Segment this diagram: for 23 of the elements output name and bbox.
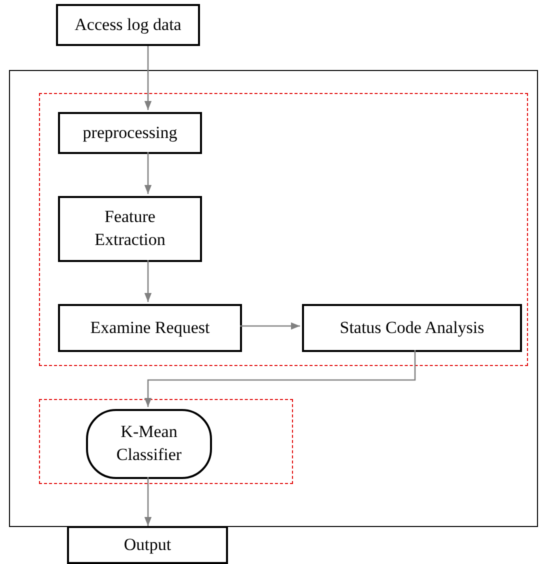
arrow <box>144 477 152 526</box>
process-box <box>56 4 200 46</box>
arrow <box>240 322 300 330</box>
dashed-group-frame <box>39 399 293 484</box>
box-label: Examine Request <box>89 316 211 339</box>
dashed-group-frame <box>39 93 528 366</box>
box-label: K-Mean Classifier <box>115 421 183 466</box>
box-label: preprocessing <box>82 122 178 144</box>
arrow <box>144 152 152 194</box>
process-box <box>302 304 522 352</box>
rounded-process-box <box>86 409 212 479</box>
box-label: Feature Extraction <box>94 206 166 251</box>
frame <box>9 70 538 527</box>
process-box <box>67 526 228 564</box>
process-box <box>58 304 242 352</box>
arrow <box>144 46 152 110</box>
arrow <box>144 350 416 407</box>
process-box <box>58 112 202 154</box>
process-box <box>58 196 202 262</box>
arrow <box>144 260 152 302</box>
box-label: Status Code Analysis <box>338 316 486 339</box>
box-label: Output <box>122 534 172 556</box>
box-label: Access log data <box>74 14 182 36</box>
